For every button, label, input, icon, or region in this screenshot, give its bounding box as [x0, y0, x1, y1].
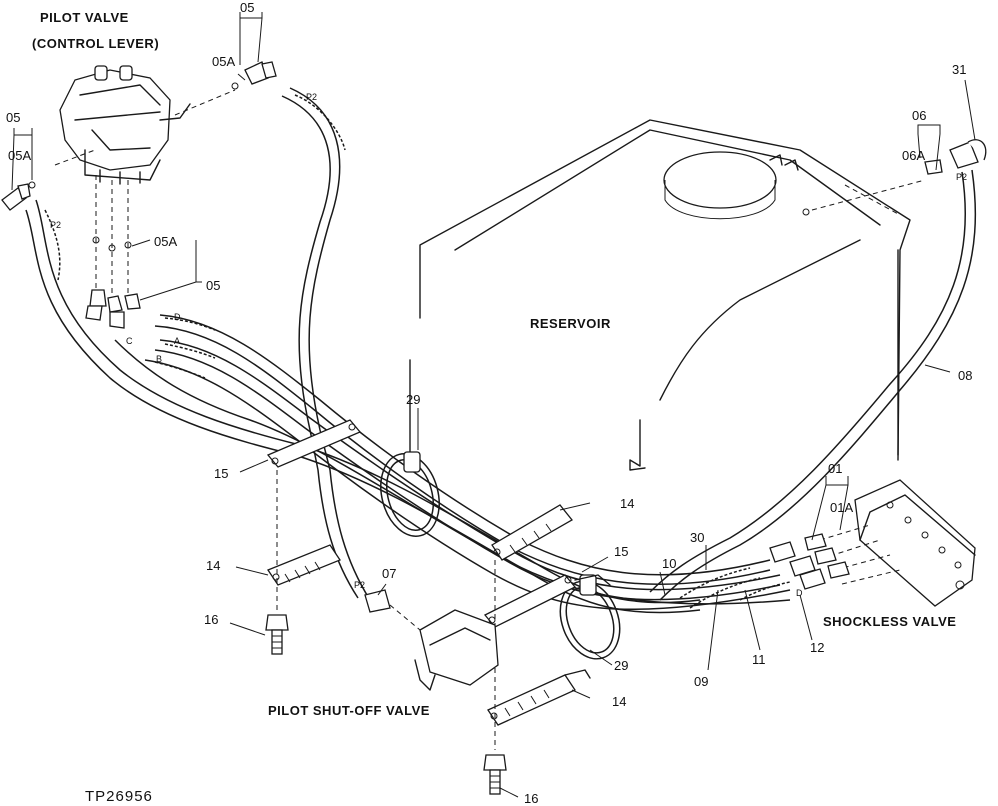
callout-09: 09 — [694, 674, 708, 689]
title-reservoir: RESERVOIR — [530, 316, 611, 331]
callout-05-top: 05 — [240, 0, 254, 15]
tag-p2-top: P2 — [306, 92, 317, 102]
callout-16-bottom: 16 — [524, 791, 538, 806]
pilot-valve-fittings — [1, 61, 277, 329]
callout-14-left: 14 — [206, 558, 220, 573]
reservoir-tank — [409, 119, 926, 471]
pilot-shutoff-valve-body — [364, 589, 499, 691]
brackets-15 — [266, 419, 611, 628]
callout-15-left: 15 — [214, 466, 228, 481]
callout-11: 11 — [752, 652, 766, 667]
leader-lines — [11, 12, 976, 798]
callout-29-bottom: 29 — [614, 658, 628, 673]
tag-p2-left: P2 — [50, 220, 61, 230]
callout-05-mid: 05 — [206, 278, 220, 293]
callout-06: 06 — [912, 108, 926, 123]
callout-10: 10 — [662, 556, 676, 571]
callout-01a: 01A — [830, 500, 853, 515]
callout-14-right: 14 — [620, 496, 634, 511]
tag-p2-shutoff: P2 — [354, 580, 365, 590]
tag-d: D — [174, 312, 181, 322]
callout-06a: 06A — [902, 148, 925, 163]
callout-29-top: 29 — [406, 392, 420, 407]
bolts-16 — [265, 470, 507, 795]
callout-05a-mid: 05A — [154, 234, 177, 249]
callout-12: 12 — [810, 640, 824, 655]
callout-01: 01 — [828, 461, 842, 476]
brackets-14 — [267, 504, 591, 726]
tag-c: C — [126, 336, 133, 346]
callout-31: 31 — [952, 62, 966, 77]
shockless-valve-body — [769, 479, 976, 607]
pilot-valve-body — [59, 65, 191, 185]
callout-16-left: 16 — [204, 612, 218, 627]
figure-code: TP26956 — [85, 788, 153, 805]
title-pilot-shutoff-valve: PILOT SHUT-OFF VALVE — [268, 703, 430, 718]
tag-p2-right: P2 — [956, 172, 967, 182]
hose-braid-sections — [44, 94, 791, 609]
tag-b: B — [156, 354, 162, 364]
pilot-valve-install-lines — [28, 82, 239, 310]
title-shockless-valve: SHOCKLESS VALVE — [823, 614, 956, 629]
callout-30: 30 — [690, 530, 704, 545]
hose-08 — [649, 139, 987, 601]
callout-05a-top: 05A — [212, 54, 235, 69]
hose-clamps-29 — [380, 451, 621, 660]
callout-15-right: 15 — [614, 544, 628, 559]
title-pilot-valve: PILOT VALVE — [40, 10, 129, 25]
callout-05-left: 05 — [6, 110, 20, 125]
callout-05a-left: 05A — [8, 148, 31, 163]
callout-08: 08 — [958, 368, 972, 383]
tag-d-right: D — [796, 588, 803, 598]
callout-07: 07 — [382, 566, 396, 581]
callout-14-bottom: 14 — [612, 694, 626, 709]
title-control-lever: (CONTROL LEVER) — [32, 36, 159, 51]
tag-a: A — [174, 336, 180, 346]
